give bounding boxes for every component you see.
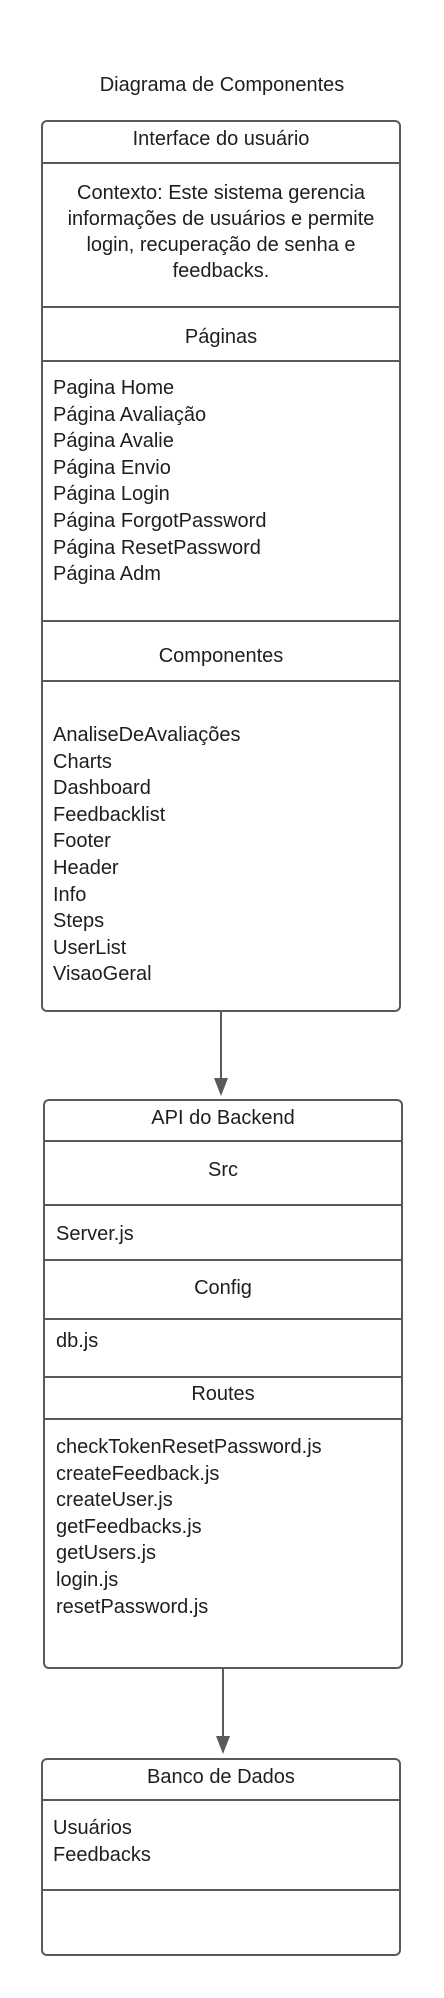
divider — [45, 1418, 401, 1420]
divider — [45, 1204, 401, 1206]
list-item: Dashboard — [53, 777, 151, 800]
list-item: Página Avaliação — [53, 403, 207, 426]
ui-context-text: Contexto: Este sistema gerencia informaç… — [67, 182, 375, 282]
config-files-list: db.js — [56, 1328, 98, 1355]
api-component-box — [43, 1099, 403, 1669]
list-item: Feedbacklist — [53, 803, 166, 826]
dependency-arrow-line — [220, 1012, 222, 1092]
list-item: AnaliseDeAvaliações — [53, 724, 241, 746]
list-item: Info — [53, 883, 87, 906]
list-item: getFeedbacks.js — [56, 1515, 202, 1538]
list-item: resetPassword.js — [56, 1595, 209, 1618]
db-component-box — [41, 1758, 401, 1956]
list-item: UserList — [53, 936, 127, 959]
db-component-header: Banco de Dados — [147, 1766, 295, 1788]
pages-header: Páginas — [184, 326, 258, 348]
divider — [43, 1799, 399, 1801]
list-item: createFeedback.js — [56, 1462, 220, 1485]
src-header: Src — [208, 1159, 238, 1181]
list-item: Steps — [53, 910, 105, 933]
list-item: Página Adm — [53, 563, 161, 586]
pages-list: Pagina Home Página Avaliação Página Aval… — [53, 375, 266, 588]
ui-component-box — [41, 120, 401, 1012]
dependency-arrow-head — [216, 1736, 230, 1754]
list-item: Server.js — [56, 1223, 134, 1245]
list-item: Feedbacks — [53, 1843, 151, 1866]
list-item: checkTokenResetPassword.js — [56, 1436, 322, 1458]
divider — [45, 1140, 401, 1142]
routes-files-list: checkTokenResetPassword.js createFeedbac… — [56, 1434, 322, 1620]
api-component-header: API do Backend — [151, 1107, 295, 1129]
db-tables-list: Usuários Feedbacks — [53, 1815, 151, 1868]
list-item: Pagina Home — [53, 377, 175, 399]
src-files-list: Server.js — [56, 1221, 134, 1248]
list-item: Página Envio — [53, 456, 171, 479]
list-item: db.js — [56, 1330, 99, 1352]
divider — [43, 620, 399, 622]
diagram-title: Diagrama de Componentes — [99, 74, 345, 96]
list-item: Página ForgotPassword — [53, 509, 267, 532]
ui-component-header: Interface do usuário — [132, 128, 310, 150]
list-item: getUsers.js — [56, 1542, 157, 1565]
list-item: createUser.js — [56, 1489, 173, 1512]
list-item: Página ResetPassword — [53, 536, 261, 559]
divider — [43, 680, 399, 682]
divider — [43, 162, 399, 164]
dependency-arrow-line — [222, 1669, 224, 1749]
config-header: Config — [194, 1277, 252, 1299]
list-item: VisaoGeral — [53, 963, 152, 986]
divider — [43, 1889, 399, 1891]
divider — [43, 306, 399, 308]
list-item: Header — [53, 856, 119, 879]
list-item: Footer — [53, 830, 111, 853]
routes-header: Routes — [191, 1383, 255, 1405]
list-item: Charts — [53, 750, 112, 773]
divider — [45, 1376, 401, 1378]
components-header: Componentes — [158, 645, 284, 667]
divider — [45, 1318, 401, 1320]
divider — [45, 1259, 401, 1261]
components-list: AnaliseDeAvaliações Charts Dashboard Fee… — [53, 722, 241, 988]
list-item: Página Avalie — [53, 430, 174, 453]
list-item: login.js — [56, 1568, 119, 1591]
list-item: Usuários — [53, 1817, 132, 1839]
list-item: Página Login — [53, 483, 170, 506]
divider — [43, 360, 399, 362]
dependency-arrow-head — [214, 1078, 228, 1096]
